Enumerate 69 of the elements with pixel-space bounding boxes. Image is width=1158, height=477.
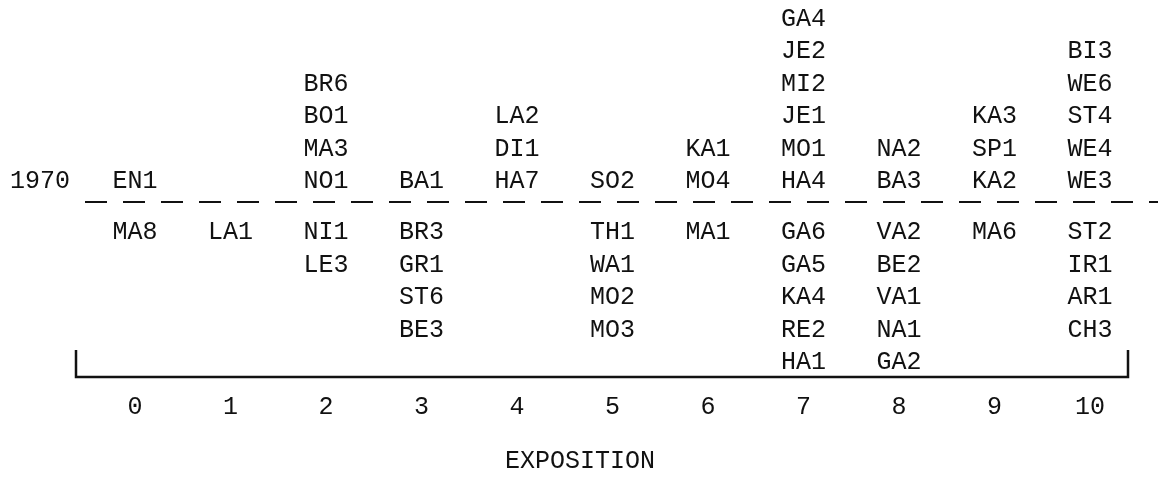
code-label: BR6 xyxy=(303,70,349,99)
code-label: KA3 xyxy=(972,103,1017,131)
code-label: HA7 xyxy=(494,168,540,196)
code-label: SO2 xyxy=(590,168,635,196)
tick-label: 2 xyxy=(318,394,334,422)
code-label: GA6 xyxy=(781,219,826,247)
code-label: CH3 xyxy=(1067,316,1113,345)
code-label: BA1 xyxy=(399,168,444,196)
code-label: BE2 xyxy=(876,251,922,280)
axis-title: EXPOSITION xyxy=(505,448,655,476)
code-label: JE2 xyxy=(781,38,826,66)
code-label: LA1 xyxy=(208,219,253,247)
code-label: MA6 xyxy=(972,219,1017,247)
code-label: WA1 xyxy=(590,251,635,280)
code-label: MA3 xyxy=(303,135,349,164)
tick-label: 10 xyxy=(1075,394,1105,422)
tick-label: 6 xyxy=(700,394,716,422)
code-label: RE2 xyxy=(781,316,826,345)
tick-label: 9 xyxy=(987,394,1002,422)
code-label: JE1 xyxy=(781,103,826,131)
code-label: HA1 xyxy=(781,349,826,377)
code-label: GA5 xyxy=(781,251,826,280)
code-label: GA2 xyxy=(876,349,922,377)
code-label: MA8 xyxy=(112,219,158,247)
code-label: ST2 xyxy=(1067,219,1113,247)
tick-label: 1 xyxy=(223,394,238,422)
code-label: MO2 xyxy=(590,284,635,312)
code-label: GR1 xyxy=(399,251,444,280)
code-label: MO3 xyxy=(590,316,635,345)
code-label: HA4 xyxy=(781,168,826,196)
code-label: GA4 xyxy=(781,5,826,34)
code-label: MO4 xyxy=(685,168,731,196)
code-label: VA2 xyxy=(876,219,922,247)
code-label: BA3 xyxy=(876,168,922,196)
year-label: 1970 xyxy=(10,168,70,196)
code-label: MI2 xyxy=(781,70,826,99)
code-label: KA2 xyxy=(972,168,1017,196)
code-label: NI1 xyxy=(303,219,349,247)
code-label: BI3 xyxy=(1067,38,1113,66)
code-label: WE4 xyxy=(1067,135,1113,164)
code-label: MO1 xyxy=(781,135,826,164)
code-label: LA2 xyxy=(494,103,540,131)
code-label: LE3 xyxy=(303,251,349,280)
code-label: SP1 xyxy=(972,135,1017,164)
tick-label: 4 xyxy=(509,394,525,422)
code-label: WE3 xyxy=(1067,168,1113,196)
code-label: VA1 xyxy=(876,284,922,312)
code-label: NA2 xyxy=(876,135,922,164)
tick-label: 3 xyxy=(414,394,429,422)
code-label: BO1 xyxy=(303,103,349,131)
code-label: WE6 xyxy=(1067,70,1113,99)
code-label: DI1 xyxy=(494,135,540,164)
code-label: ST6 xyxy=(399,284,444,312)
tick-label: 7 xyxy=(796,394,811,422)
code-label: KA4 xyxy=(781,284,826,312)
tick-label: 0 xyxy=(127,394,143,422)
code-label: EN1 xyxy=(112,168,158,196)
tick-label: 8 xyxy=(891,394,907,422)
code-label: MA1 xyxy=(685,219,731,247)
code-label: KA1 xyxy=(685,135,731,164)
code-label: ST4 xyxy=(1067,103,1113,131)
code-label: TH1 xyxy=(590,219,635,247)
tick-label: 5 xyxy=(605,394,620,422)
code-label: NA1 xyxy=(876,316,922,345)
code-label: BE3 xyxy=(399,316,444,345)
code-label: BR3 xyxy=(399,219,444,247)
code-label: IR1 xyxy=(1067,251,1113,280)
code-label: NO1 xyxy=(303,168,349,196)
code-label: AR1 xyxy=(1067,284,1113,312)
